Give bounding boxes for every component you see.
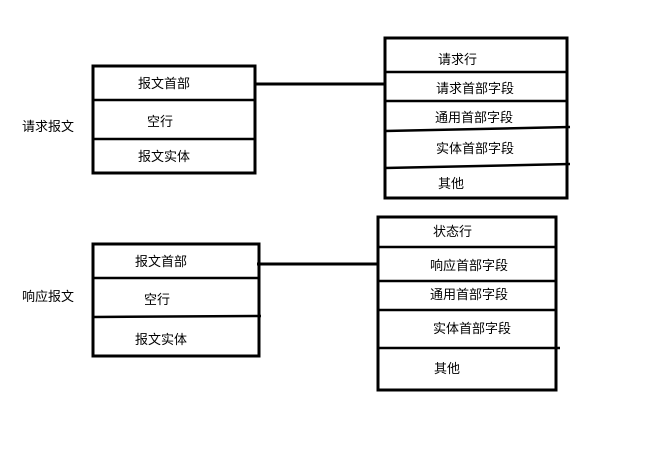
- request-section: 请求报文 报文首部 空行 报文实体 请求行 请求首部字段 通用首部字段 实体首部…: [22, 36, 571, 200]
- request-detail-box-border: [383, 36, 569, 200]
- request-message-label: 请求报文: [22, 120, 74, 135]
- response-detail-entity-header-fields: 实体首部字段: [433, 322, 511, 337]
- response-header-detail-box: 状态行 响应首部字段 通用首部字段 实体首部字段 其他: [376, 215, 560, 392]
- response-detail-general-header-fields: 通用首部字段: [430, 288, 508, 303]
- response-box-divider-2: [92, 314, 262, 319]
- request-row-header: 报文首部: [138, 77, 190, 92]
- request-detail-divider-4: [384, 162, 571, 170]
- response-detail-status-line: 状态行: [433, 225, 472, 240]
- request-detail-request-header-fields: 请求首部字段: [436, 82, 514, 97]
- request-message-box: 报文首部 空行 报文实体: [91, 64, 257, 175]
- request-row-entity: 报文实体: [138, 150, 190, 165]
- request-detail-general-header-fields: 通用首部字段: [435, 111, 513, 126]
- request-row-blank-line: 空行: [147, 115, 173, 130]
- request-detail-entity-header-fields: 实体首部字段: [436, 142, 514, 157]
- request-message-box-border: [91, 64, 257, 175]
- response-row-blank-line: 空行: [144, 293, 170, 308]
- request-detail-other: 其他: [438, 177, 464, 192]
- response-message-label: 响应报文: [22, 289, 74, 305]
- response-message-box-border: [91, 242, 261, 358]
- response-message-box: 报文首部 空行 报文实体: [91, 242, 262, 358]
- request-detail-divider-3: [384, 125, 571, 133]
- response-section: 响应报文 报文首部 空行 报文实体 状态行 响应首部字段 通用首部字段 实体首部…: [22, 215, 560, 392]
- request-header-detail-box: 请求行 请求首部字段 通用首部字段 实体首部字段 其他: [383, 36, 571, 200]
- request-detail-request-line: 请求行: [438, 53, 477, 68]
- response-detail-other: 其他: [434, 362, 460, 377]
- response-detail-response-header-fields: 响应首部字段: [430, 258, 508, 274]
- response-row-entity: 报文实体: [135, 333, 187, 348]
- response-detail-box-border: [376, 215, 558, 392]
- response-row-header: 报文首部: [135, 255, 187, 270]
